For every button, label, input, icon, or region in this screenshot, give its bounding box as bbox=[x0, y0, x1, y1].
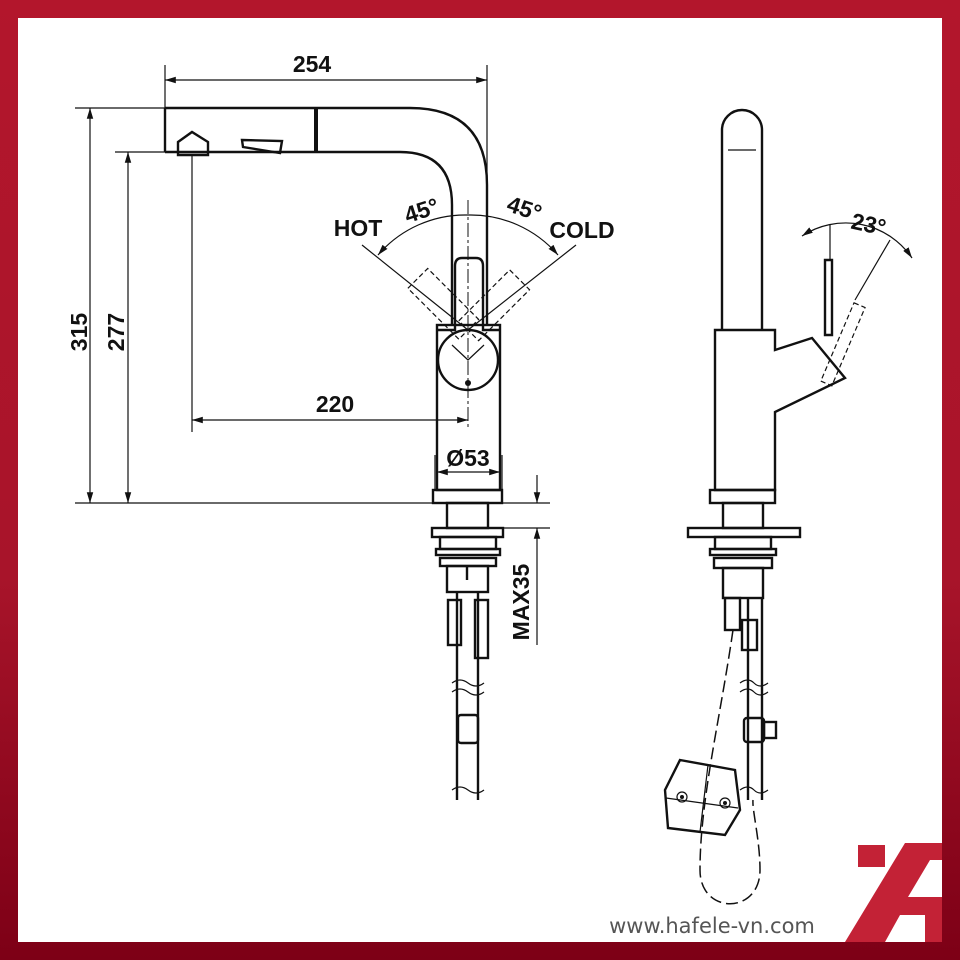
side-view: 23° bbox=[663, 108, 913, 905]
dim-220: 220 bbox=[316, 391, 354, 417]
label-hot: HOT bbox=[334, 215, 383, 241]
pull-button bbox=[240, 138, 284, 155]
spout-inner bbox=[165, 150, 454, 325]
lever bbox=[437, 256, 500, 332]
dim-254: 254 bbox=[293, 51, 332, 77]
hafele-logo bbox=[845, 843, 942, 942]
front-view bbox=[163, 106, 577, 800]
aerator bbox=[176, 130, 210, 157]
faucet-technical-drawing: 254 315 277 220 Ø53 MAX35 HOT COLD 45° 4… bbox=[66, 51, 942, 942]
dimensions: 254 315 277 220 Ø53 MAX35 HOT COLD 45° 4… bbox=[66, 51, 615, 645]
label-cold: COLD bbox=[549, 217, 614, 243]
dim-diameter: Ø53 bbox=[446, 445, 489, 471]
angle-cold: 45° bbox=[504, 191, 545, 226]
dim-315: 315 bbox=[66, 313, 92, 352]
dim-max35: MAX35 bbox=[508, 563, 534, 640]
angle-hot: 45° bbox=[401, 193, 442, 228]
drawing-panel: 254 315 277 220 Ø53 MAX35 HOT COLD 45° 4… bbox=[18, 18, 942, 942]
angle-lever: 23° bbox=[849, 208, 888, 241]
control-box bbox=[663, 758, 742, 837]
dim-277: 277 bbox=[103, 313, 129, 351]
website-url: www.hafele-vn.com bbox=[609, 914, 815, 938]
